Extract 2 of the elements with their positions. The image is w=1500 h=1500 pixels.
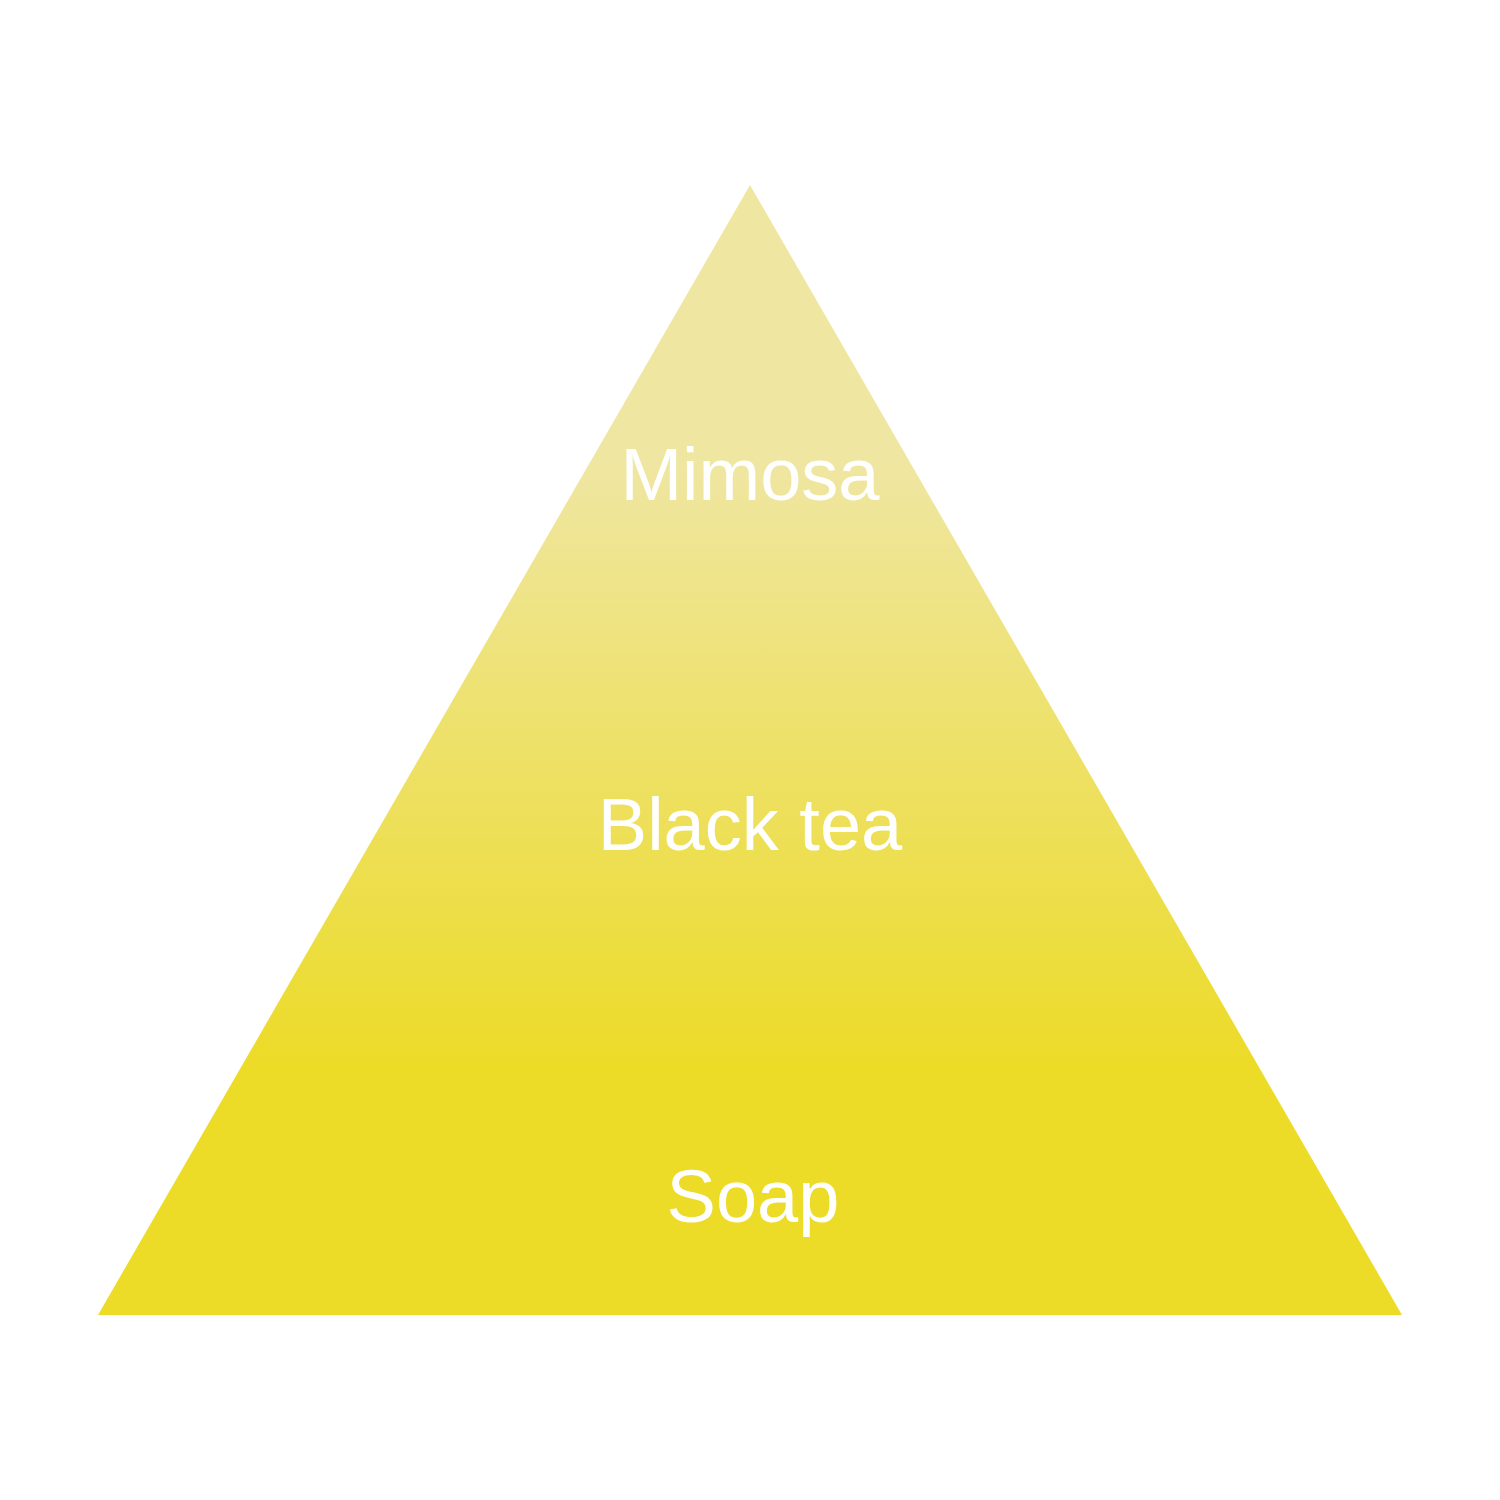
tier-label: Black tea (597, 788, 903, 862)
tier-label: Mimosa (620, 438, 880, 512)
